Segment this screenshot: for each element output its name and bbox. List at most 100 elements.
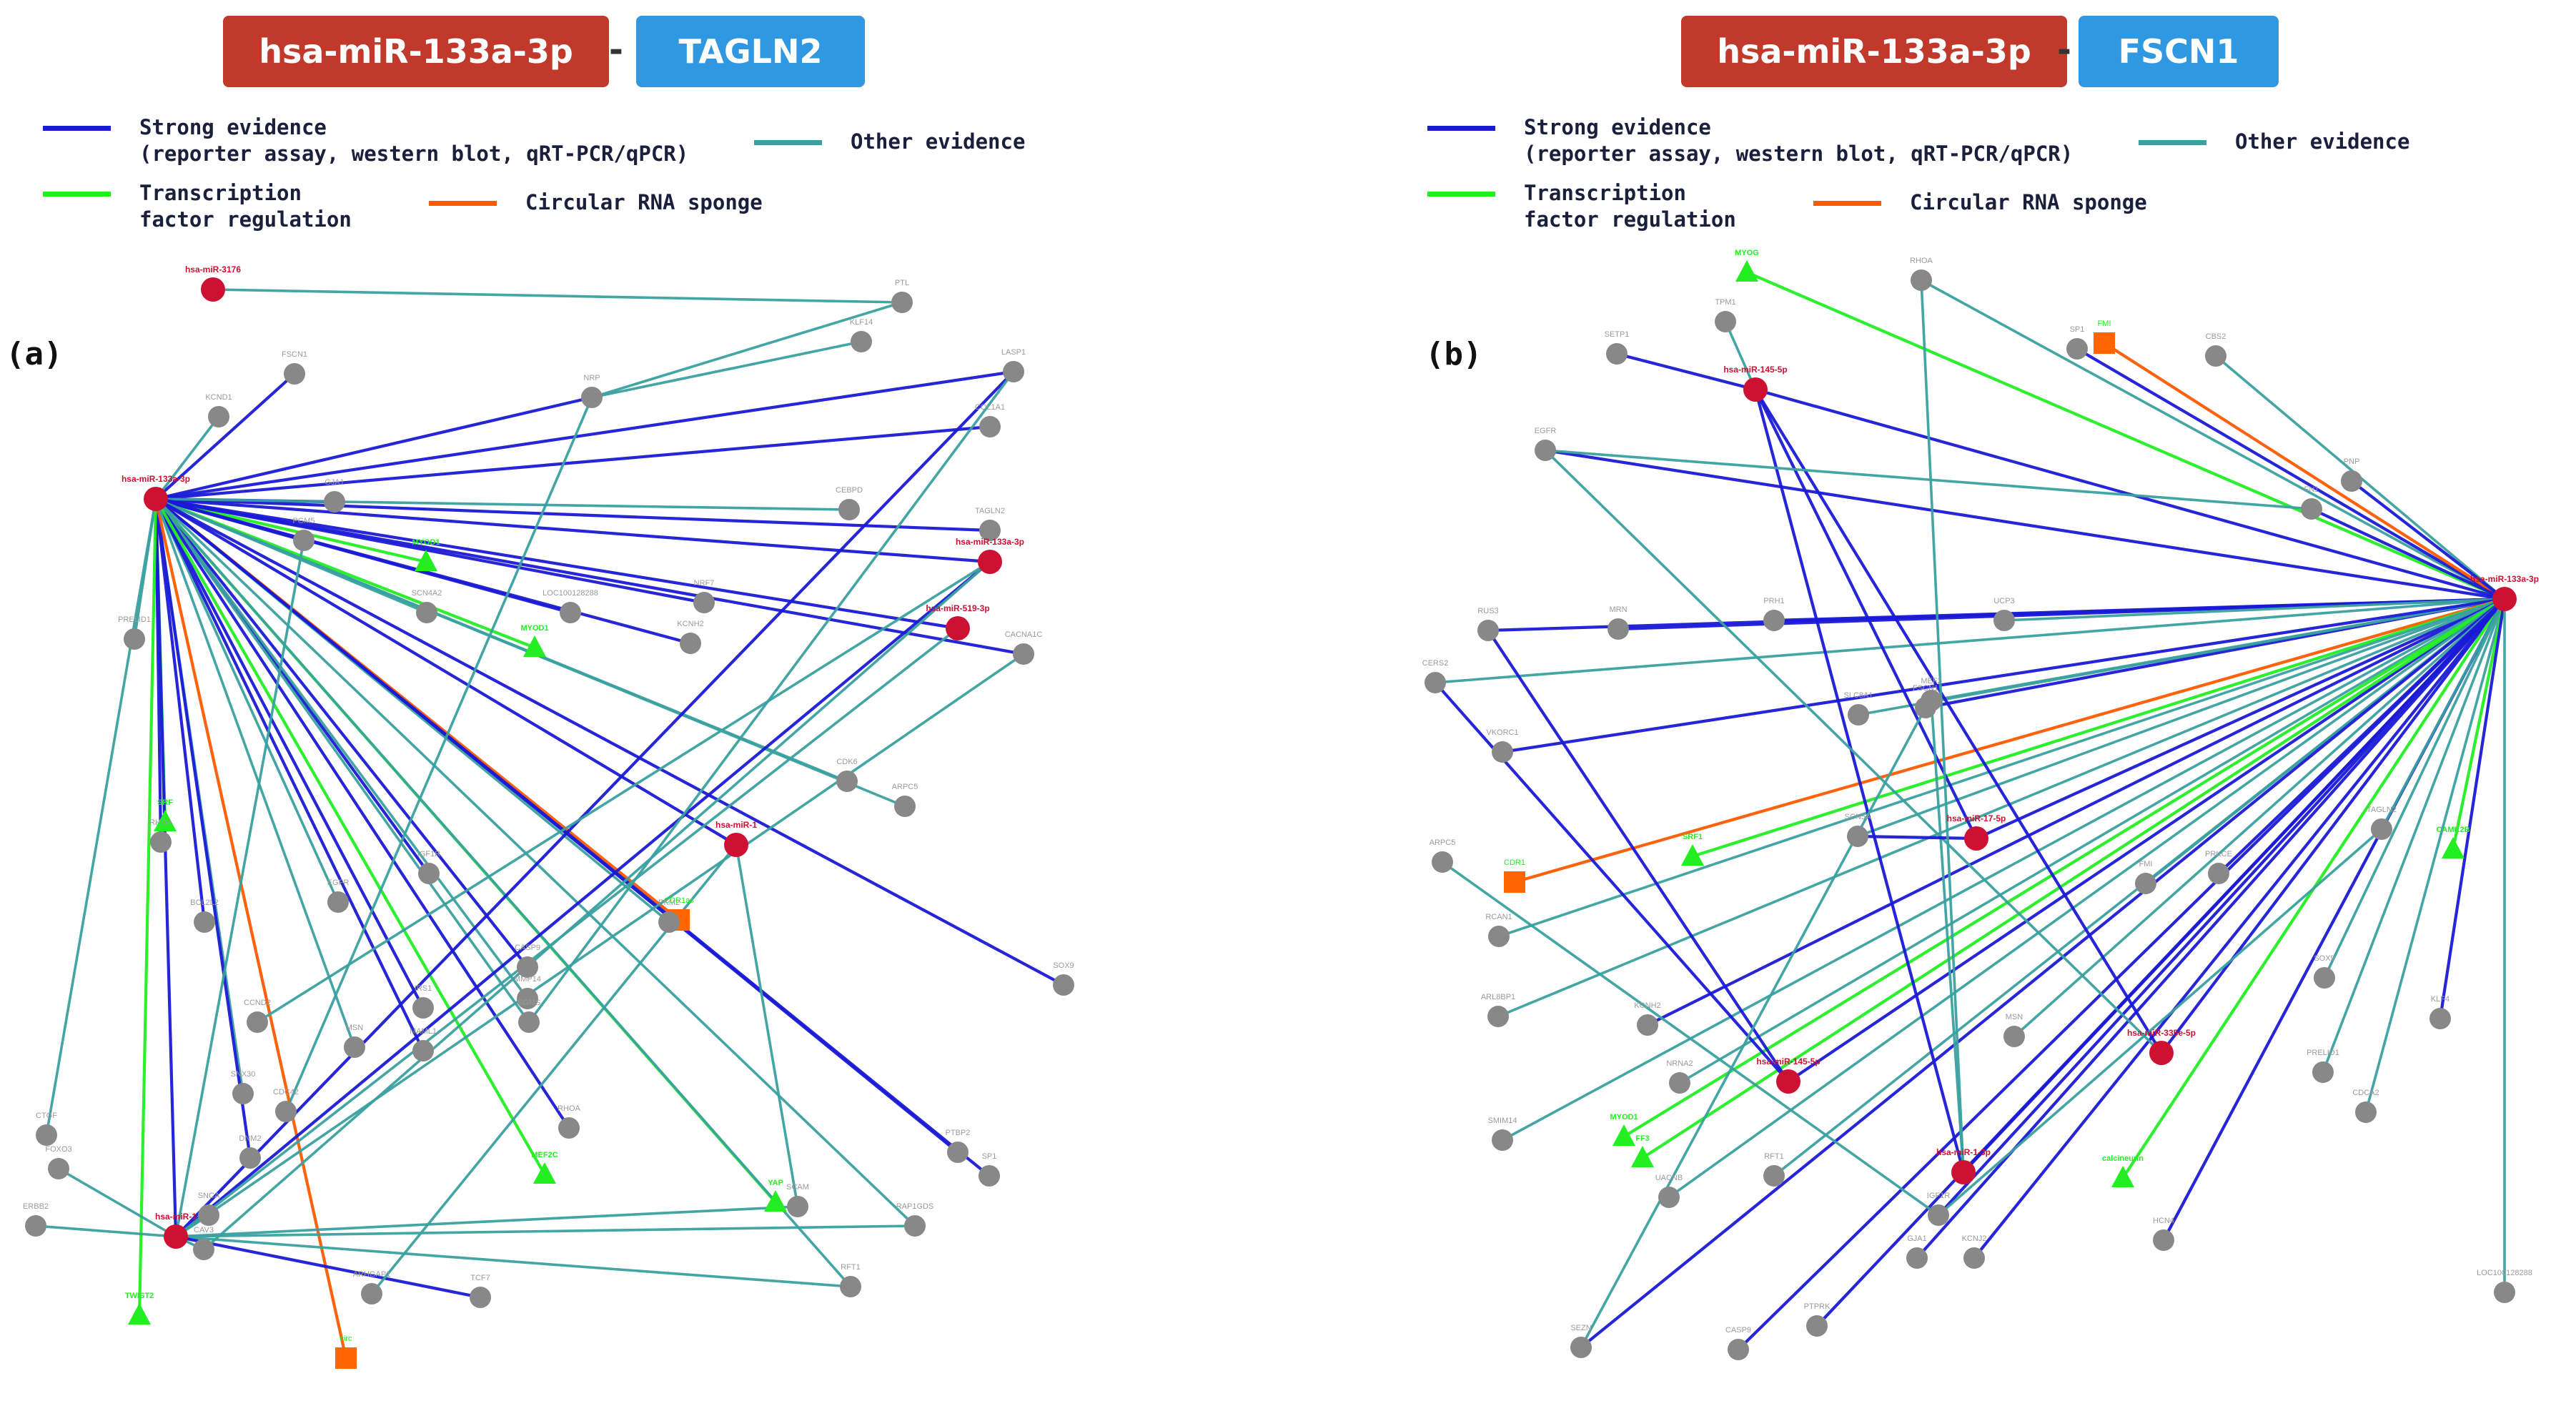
node-label: SOX9 xyxy=(1053,961,1074,970)
node-label: PRELID1 xyxy=(118,615,151,624)
edge-strong xyxy=(2160,598,2506,1054)
edge-other xyxy=(1858,598,2505,716)
edge-other xyxy=(1441,861,1940,1217)
edge-other xyxy=(2322,598,2506,1073)
edge-strong xyxy=(155,497,1024,656)
edge-other xyxy=(174,653,1025,1238)
edge-strong xyxy=(1787,598,2506,1083)
legend-strong-swatch xyxy=(1427,126,1495,131)
node-label: SRF1 xyxy=(1683,833,1703,841)
node-label: FN1 xyxy=(2304,485,2319,494)
gene-node xyxy=(275,1101,297,1122)
node-label: EGFR xyxy=(1535,427,1557,435)
node-label: DNM2 xyxy=(239,1134,261,1143)
gene-node xyxy=(851,331,872,352)
node-label: FF3 xyxy=(1635,1134,1650,1143)
gene-node xyxy=(894,796,916,817)
edge-strong xyxy=(155,497,991,564)
tf-node xyxy=(533,1162,556,1184)
edge-other xyxy=(58,1167,177,1238)
gene-node xyxy=(2205,345,2226,367)
edge-other xyxy=(2003,598,2505,622)
gene-node xyxy=(517,956,538,978)
legend-other-swatch xyxy=(754,140,822,145)
node-label: PRKCE xyxy=(2205,850,2232,858)
node-label: PTPRK xyxy=(1804,1302,1831,1311)
gene-node xyxy=(693,592,715,613)
edge-tf xyxy=(1623,598,2506,1138)
edge-other xyxy=(591,340,862,399)
panel-label-a: (a) xyxy=(6,336,63,372)
edges-layer xyxy=(1434,271,2507,1351)
node-label: FOXO3 xyxy=(45,1145,71,1154)
gene-node xyxy=(1425,672,1446,693)
edge-other xyxy=(175,1205,798,1238)
edge-strong xyxy=(154,497,529,969)
node-label: PGM5 xyxy=(292,517,314,525)
node-label: CDR1as xyxy=(664,896,694,905)
node-label: LOC100128288 xyxy=(543,589,598,598)
gene-node xyxy=(891,292,913,313)
gene-node xyxy=(1911,269,1932,291)
edge-other xyxy=(154,497,916,1227)
legend-circ-text: Circular RNA sponge xyxy=(525,190,763,214)
edge-other xyxy=(1668,598,2506,1199)
edge-strong xyxy=(154,497,991,1177)
edge-strong xyxy=(155,395,593,501)
node-label: hsa-miR-133a-3p xyxy=(2470,574,2539,584)
gene-node xyxy=(2371,818,2392,840)
node-label: VKORC1 xyxy=(1486,728,1518,737)
node-label: NRF7 xyxy=(694,579,715,588)
node-label: IGF1R xyxy=(417,850,440,858)
node-label: COL1A1 xyxy=(975,403,1005,412)
mirna-node xyxy=(164,1224,188,1249)
edge-strong xyxy=(1937,598,2506,1217)
gene-node xyxy=(840,1276,861,1297)
node-label: hsa-miR-335e-5p xyxy=(2127,1028,2196,1038)
edge-other xyxy=(1920,279,1965,1173)
edge-strong xyxy=(1502,597,2505,754)
edge-strong xyxy=(154,497,738,846)
edge-strong xyxy=(154,498,178,1237)
node-label: PKM2 xyxy=(658,898,680,907)
edge-other xyxy=(45,498,157,1136)
mirna-node xyxy=(1776,1069,1800,1094)
gene-node xyxy=(787,1196,808,1217)
edge-strong xyxy=(154,498,425,1009)
mirna-node xyxy=(2492,587,2517,611)
edge-strong xyxy=(1815,598,2506,1327)
edge-other xyxy=(2380,598,2506,830)
edge-strong xyxy=(1976,598,2505,840)
gene-node xyxy=(1906,1247,1928,1269)
edge-other xyxy=(154,498,356,1048)
gene-node xyxy=(1963,1247,1985,1269)
gene-node xyxy=(2314,967,2335,989)
mirna-node xyxy=(1951,1160,1976,1184)
node-label: FMI xyxy=(2098,320,2111,328)
edge-strong xyxy=(1434,681,1790,1083)
edge-strong xyxy=(174,370,1015,1238)
gene-node xyxy=(2429,1008,2451,1029)
tf-node xyxy=(1631,1146,1654,1167)
edge-strong xyxy=(155,425,991,501)
gene-node xyxy=(1763,1165,1785,1187)
edge-strong xyxy=(174,560,991,1238)
node-label: KCNH2 xyxy=(677,620,703,628)
node-label: UACNB xyxy=(1655,1174,1683,1182)
node-label: CTGF xyxy=(36,1112,57,1120)
node-label: ERBB2 xyxy=(23,1202,49,1211)
edge-strong xyxy=(2217,598,2506,875)
legend-strong-text: Strong evidence (reporter assay, western… xyxy=(1524,115,2074,166)
node-label: MEF2C xyxy=(531,1151,558,1159)
legend-strong: Strong evidence (reporter assay, western… xyxy=(1427,114,2073,167)
node-label: PNP xyxy=(2344,457,2360,466)
mirna-title-box: hsa-miR-133a-3p xyxy=(223,16,609,87)
gene-node xyxy=(124,628,145,650)
node-label: MSN xyxy=(2006,1013,2023,1021)
legend-tf-text: Transcription factor regulation xyxy=(139,181,352,232)
gene-node xyxy=(418,863,440,884)
node-label: CDK6 xyxy=(836,758,857,766)
gene-node xyxy=(1847,826,1868,847)
node-label: hsa-miR-133a-3p xyxy=(122,474,190,484)
node-label: IRS1 xyxy=(415,984,432,993)
